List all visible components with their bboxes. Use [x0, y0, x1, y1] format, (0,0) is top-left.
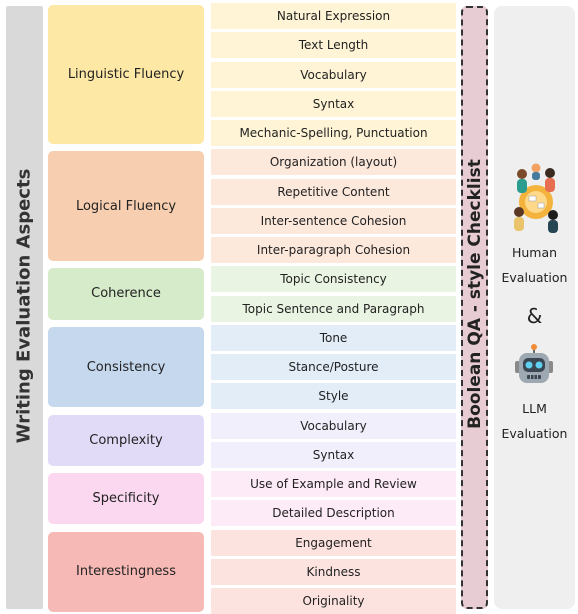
checklist-item: Text Length	[211, 32, 456, 59]
checklist-label: Boolean QA - style Checklist	[465, 159, 485, 429]
checklist-item: Kindness	[211, 558, 456, 585]
human-label: Human	[511, 245, 558, 260]
category-box: Logical Fluency	[48, 151, 204, 261]
evaluation-panel	[494, 6, 575, 609]
category-box: Specificity	[48, 473, 204, 525]
checklist-item: Organization (layout)	[211, 149, 456, 176]
checklist-item: Engagement	[211, 529, 456, 556]
human-evaluation-icon	[514, 163, 558, 233]
checklist-item: Use of Example and Review	[211, 471, 456, 497]
checklist-item: Vocabulary	[211, 61, 456, 88]
checklist-item: Repetitive Content	[211, 178, 456, 205]
category-box: Consistency	[48, 326, 204, 408]
checklist-item: Topic Consistency	[211, 266, 456, 293]
human-evaluation-label: Evaluation	[501, 270, 568, 285]
ampersand: &	[526, 304, 543, 328]
checklist-item: Syntax	[211, 90, 456, 117]
category-box: Linguistic Fluency	[48, 5, 204, 144]
checklist-item: Topic Sentence and Paragraph	[211, 295, 456, 322]
checklist-item: Mechanic-Spelling, Punctuation	[211, 120, 456, 146]
category-box: Interestingness	[48, 531, 204, 612]
checklist-item: Syntax	[211, 441, 456, 468]
aspects-title: Writing Evaluation Aspects	[13, 168, 35, 444]
checklist-item: Originality	[211, 588, 456, 614]
checklist-item: Inter-sentence Cohesion	[211, 207, 456, 234]
checklist-item: Tone	[211, 324, 456, 351]
checklist-item: Detailed Description	[211, 500, 456, 527]
aspects-sidebar	[6, 6, 43, 609]
llm-evaluation-label: Evaluation	[501, 426, 568, 441]
category-box: Complexity	[48, 414, 204, 466]
checklist-item: Natural Expression	[211, 3, 456, 29]
checklist-item: Stance/Posture	[211, 354, 456, 380]
robot-icon	[515, 344, 553, 383]
checklist-item: Style	[211, 383, 456, 410]
category-box: Coherence	[48, 268, 204, 320]
llm-label: LLM	[522, 401, 547, 416]
checklist-item: Inter-paragraph Cohesion	[211, 237, 456, 263]
checklist-bar	[461, 6, 488, 609]
checklist-item: Vocabulary	[211, 412, 456, 439]
